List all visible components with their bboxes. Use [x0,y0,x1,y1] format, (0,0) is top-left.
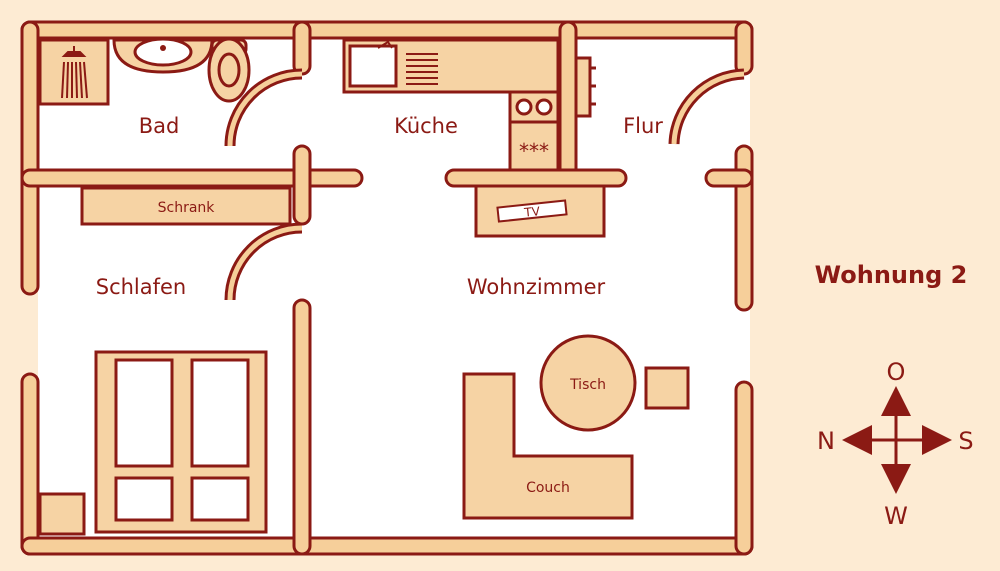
wardrobe: Schrank [80,186,292,226]
room-label-kueche: Küche [394,114,458,138]
bed-pillow-right [190,476,250,522]
bed-mattress-right [190,358,250,468]
compass-label-right: S [958,427,973,455]
schrank-label: Schrank [158,200,216,216]
wall-bad-kitchen-lower [292,144,312,226]
wall-bedroom-lower [292,298,312,556]
tisch-label: Tisch [569,377,606,393]
table: Tisch [539,334,637,432]
room-label-schlafen: Schlafen [96,275,187,299]
wall-hall-stub [704,168,754,188]
kitchen-sink [348,44,398,88]
wall-bad-bottom [20,168,364,188]
wall-bottom [20,536,754,556]
bed [94,350,268,534]
coat-rack [574,56,596,118]
burner-left [515,98,533,116]
apartment-title: Wohnung 2 [815,261,968,289]
room-label-wohnzimmer: Wohnzimmer [467,275,606,299]
oven-icon: *** [519,139,549,163]
wall-living-top [444,168,628,188]
bed-pillow-left [114,476,174,522]
tv-stand: TV [474,184,606,238]
sink-drain [160,45,166,51]
room-label-flur: Flur [623,114,663,138]
wall-right-lower [734,380,754,556]
wall-top [20,20,754,40]
couch: Couch [462,372,634,520]
door-lines [227,71,745,301]
wall-left-lower [20,372,40,556]
walls [20,20,754,556]
wall-kitchen-hall [558,20,578,186]
stool [644,366,690,410]
sink-basin [133,37,193,67]
drain-board-icon [406,53,438,85]
burner-right [535,98,553,116]
bathroom-fixtures [38,37,251,106]
compass-label-top: O [887,358,906,386]
wall-left-upper [20,20,40,296]
shower-icon [61,46,88,99]
toilet-seat [217,52,241,88]
tv-label: TV [523,204,542,220]
wall-right-upper [734,20,754,76]
bed-mattress-left [114,358,174,468]
nightstand [38,492,86,536]
kitchen-fixtures: *** [342,38,560,172]
svg-text:***: *** [519,139,549,163]
compass-label-bottom: W [884,502,908,530]
compass-label-left: N [817,427,835,455]
compass-rose-icon [842,386,952,494]
couch-label: Couch [526,480,570,496]
wall-bad-kitchen-upper [292,20,312,76]
oven [508,120,560,172]
room-label-bad: Bad [139,114,180,138]
tv-icon [496,199,568,223]
faucet-icon [377,40,393,49]
